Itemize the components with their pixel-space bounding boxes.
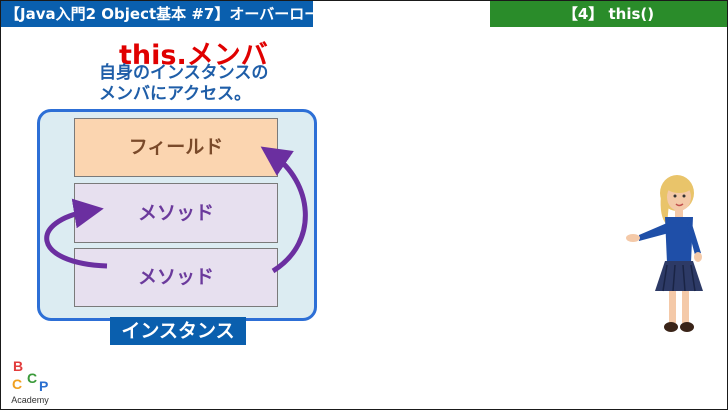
method-block-1: メソッド: [74, 183, 278, 243]
instance-label: インスタンス: [110, 317, 246, 345]
logo-letter-1: B: [13, 358, 23, 374]
description-line-1: 自身のインスタンスの: [99, 63, 269, 83]
logo-letters: B C C P: [12, 358, 48, 394]
header-right-title: 【4】 this(): [490, 1, 727, 27]
method-block-2: メソッド: [74, 248, 278, 307]
logo-letter-4: P: [39, 378, 48, 394]
logo-letter-3: C: [27, 370, 37, 386]
presenter-character: [626, 175, 703, 332]
header-left-title: 【Java入門2 Object基本 #7】オーバーロード: [1, 1, 334, 27]
logo-text: Academy: [11, 395, 49, 405]
description-line-2: メンバにアクセス。: [99, 84, 252, 104]
main-heading: this.メンバ: [119, 40, 268, 71]
curved-arrow-icon-left: [44, 198, 108, 269]
logo-letter-2: C: [12, 376, 22, 392]
field-block: フィールド: [74, 118, 278, 177]
description: 自身のインスタンスの メンバにアクセス。: [99, 63, 268, 105]
logo-icon: B C C P Academy: [7, 355, 53, 407]
curved-arrow-icon-right: [260, 146, 308, 274]
